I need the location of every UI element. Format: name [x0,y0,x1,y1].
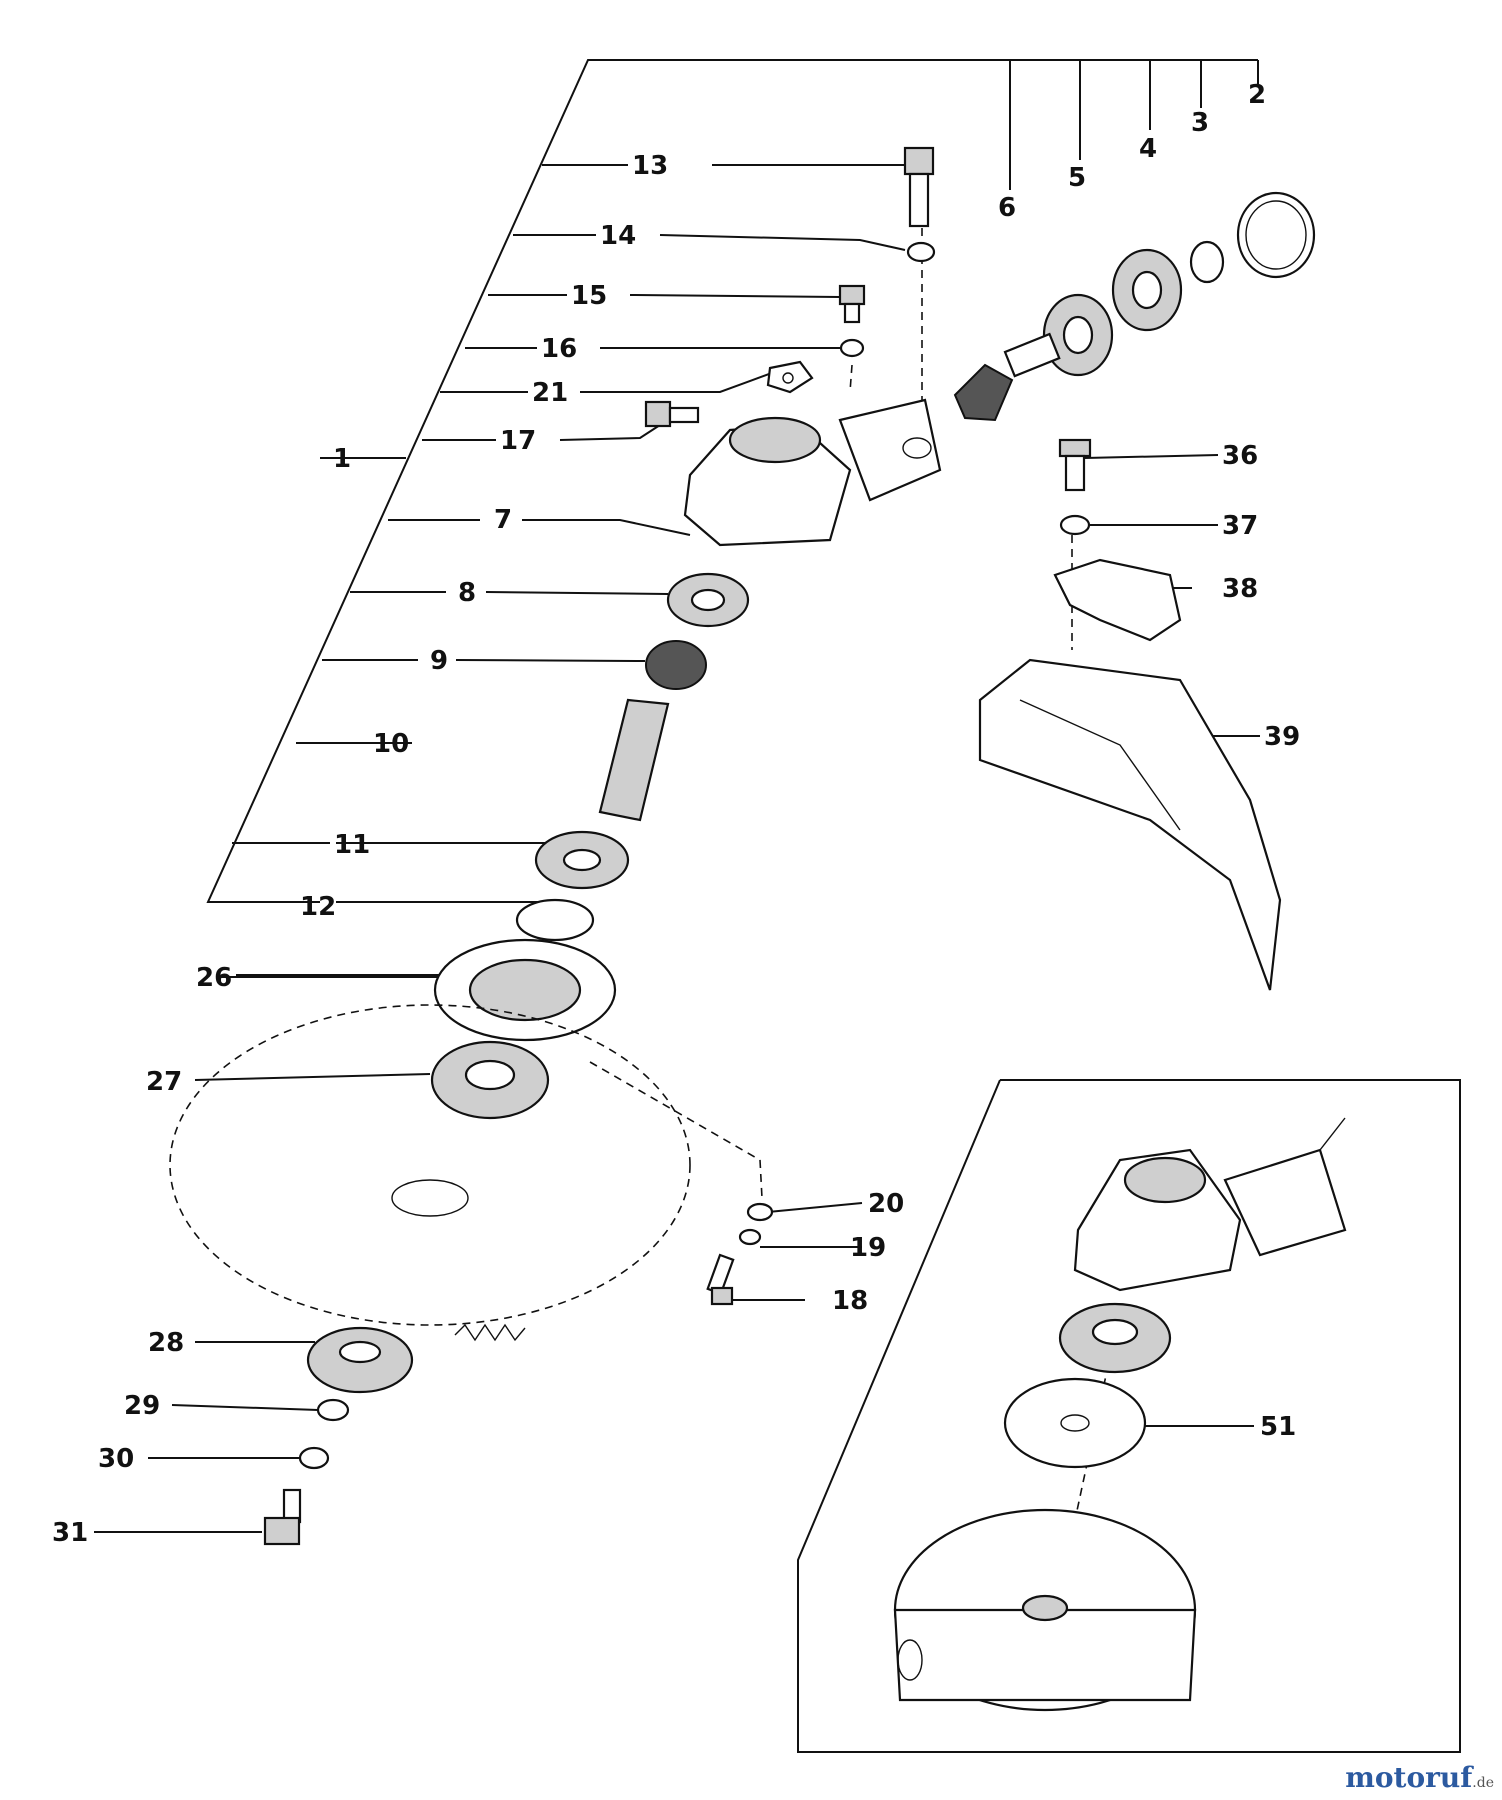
circlip-12 [515,898,595,942]
callout-5: 5 [1068,163,1086,193]
trimmer-head-cup [893,1508,1197,1712]
bolt-31 [263,1488,302,1546]
ball-bearing-11 [534,830,630,890]
screw-15 [838,284,866,324]
leader-lines [94,200,1260,1591]
washer-37 [1059,514,1091,536]
callout-28: 28 [148,1328,184,1358]
bolt-13 [903,146,935,228]
lug-21 [766,360,814,394]
inset-washer [1058,1302,1172,1374]
callout-29: 29 [124,1391,160,1421]
watermark-brand: motoruf [1345,1761,1473,1794]
ball-bearing-5 [1042,293,1114,377]
blade-washer-27 [430,1040,550,1120]
guard-39 [978,658,1282,991]
callout-21: 21 [532,378,568,408]
ball-bearing-8 [666,572,750,628]
screw-36 [1058,438,1092,492]
bolt-18 [706,1253,735,1306]
inset-gear-housing [1073,1117,1347,1292]
bracket-group-1 [206,59,1259,903]
callout-20: 20 [868,1189,904,1219]
circlip-3 [1189,240,1225,284]
inset-frame [797,1079,1461,1753]
callout-labels: 2 3 4 5 6 13 14 15 16 21 17 1 7 8 9 10 1… [52,80,1300,1548]
bolt-17 [644,400,700,428]
disc-51 [1003,1377,1147,1469]
clamp-38 [1053,558,1182,642]
callout-51: 51 [1260,1412,1296,1442]
washer-14 [906,241,936,263]
circlip-2 [1236,191,1316,279]
cup-28 [306,1326,414,1394]
gear-housing-7 [683,398,942,547]
callout-11: 11 [334,830,370,860]
callout-31: 31 [52,1518,88,1548]
bevel-pinion-6 [953,332,1061,422]
callout-36: 36 [1222,441,1258,471]
washer-29 [316,1398,350,1422]
callout-26: 26 [196,963,232,993]
callout-4: 4 [1139,134,1157,164]
watermark-tld: .de [1472,1775,1494,1791]
callout-13: 13 [632,151,668,181]
callout-1: 1 [333,444,351,474]
washer-30 [298,1446,330,1470]
washer-20 [746,1202,774,1222]
callout-16: 16 [541,334,577,364]
callout-3: 3 [1191,108,1209,138]
callout-9: 9 [430,646,448,676]
callout-12: 12 [300,892,336,922]
callout-27: 27 [146,1067,182,1097]
callout-6: 6 [998,193,1016,223]
callout-14: 14 [600,221,636,251]
watermark-logo: motoruf.de [1345,1761,1494,1794]
shaft-10 [598,698,670,822]
bevel-gear-9 [645,640,707,690]
callout-18: 18 [832,1286,868,1316]
flange-26 [433,938,617,1042]
callout-10: 10 [373,729,409,759]
callout-39: 39 [1264,722,1300,752]
washer-19 [738,1228,762,1246]
callout-30: 30 [98,1444,134,1474]
callout-15: 15 [571,281,607,311]
callout-8: 8 [458,578,476,608]
ball-bearing-4 [1111,248,1183,332]
washer-16 [839,338,865,358]
callout-19: 19 [850,1233,886,1263]
callout-7: 7 [494,505,512,535]
callout-37: 37 [1222,511,1258,541]
circular-blade [169,1004,691,1342]
callout-17: 17 [500,426,536,456]
callout-2: 2 [1248,80,1266,110]
callout-38: 38 [1222,574,1258,604]
